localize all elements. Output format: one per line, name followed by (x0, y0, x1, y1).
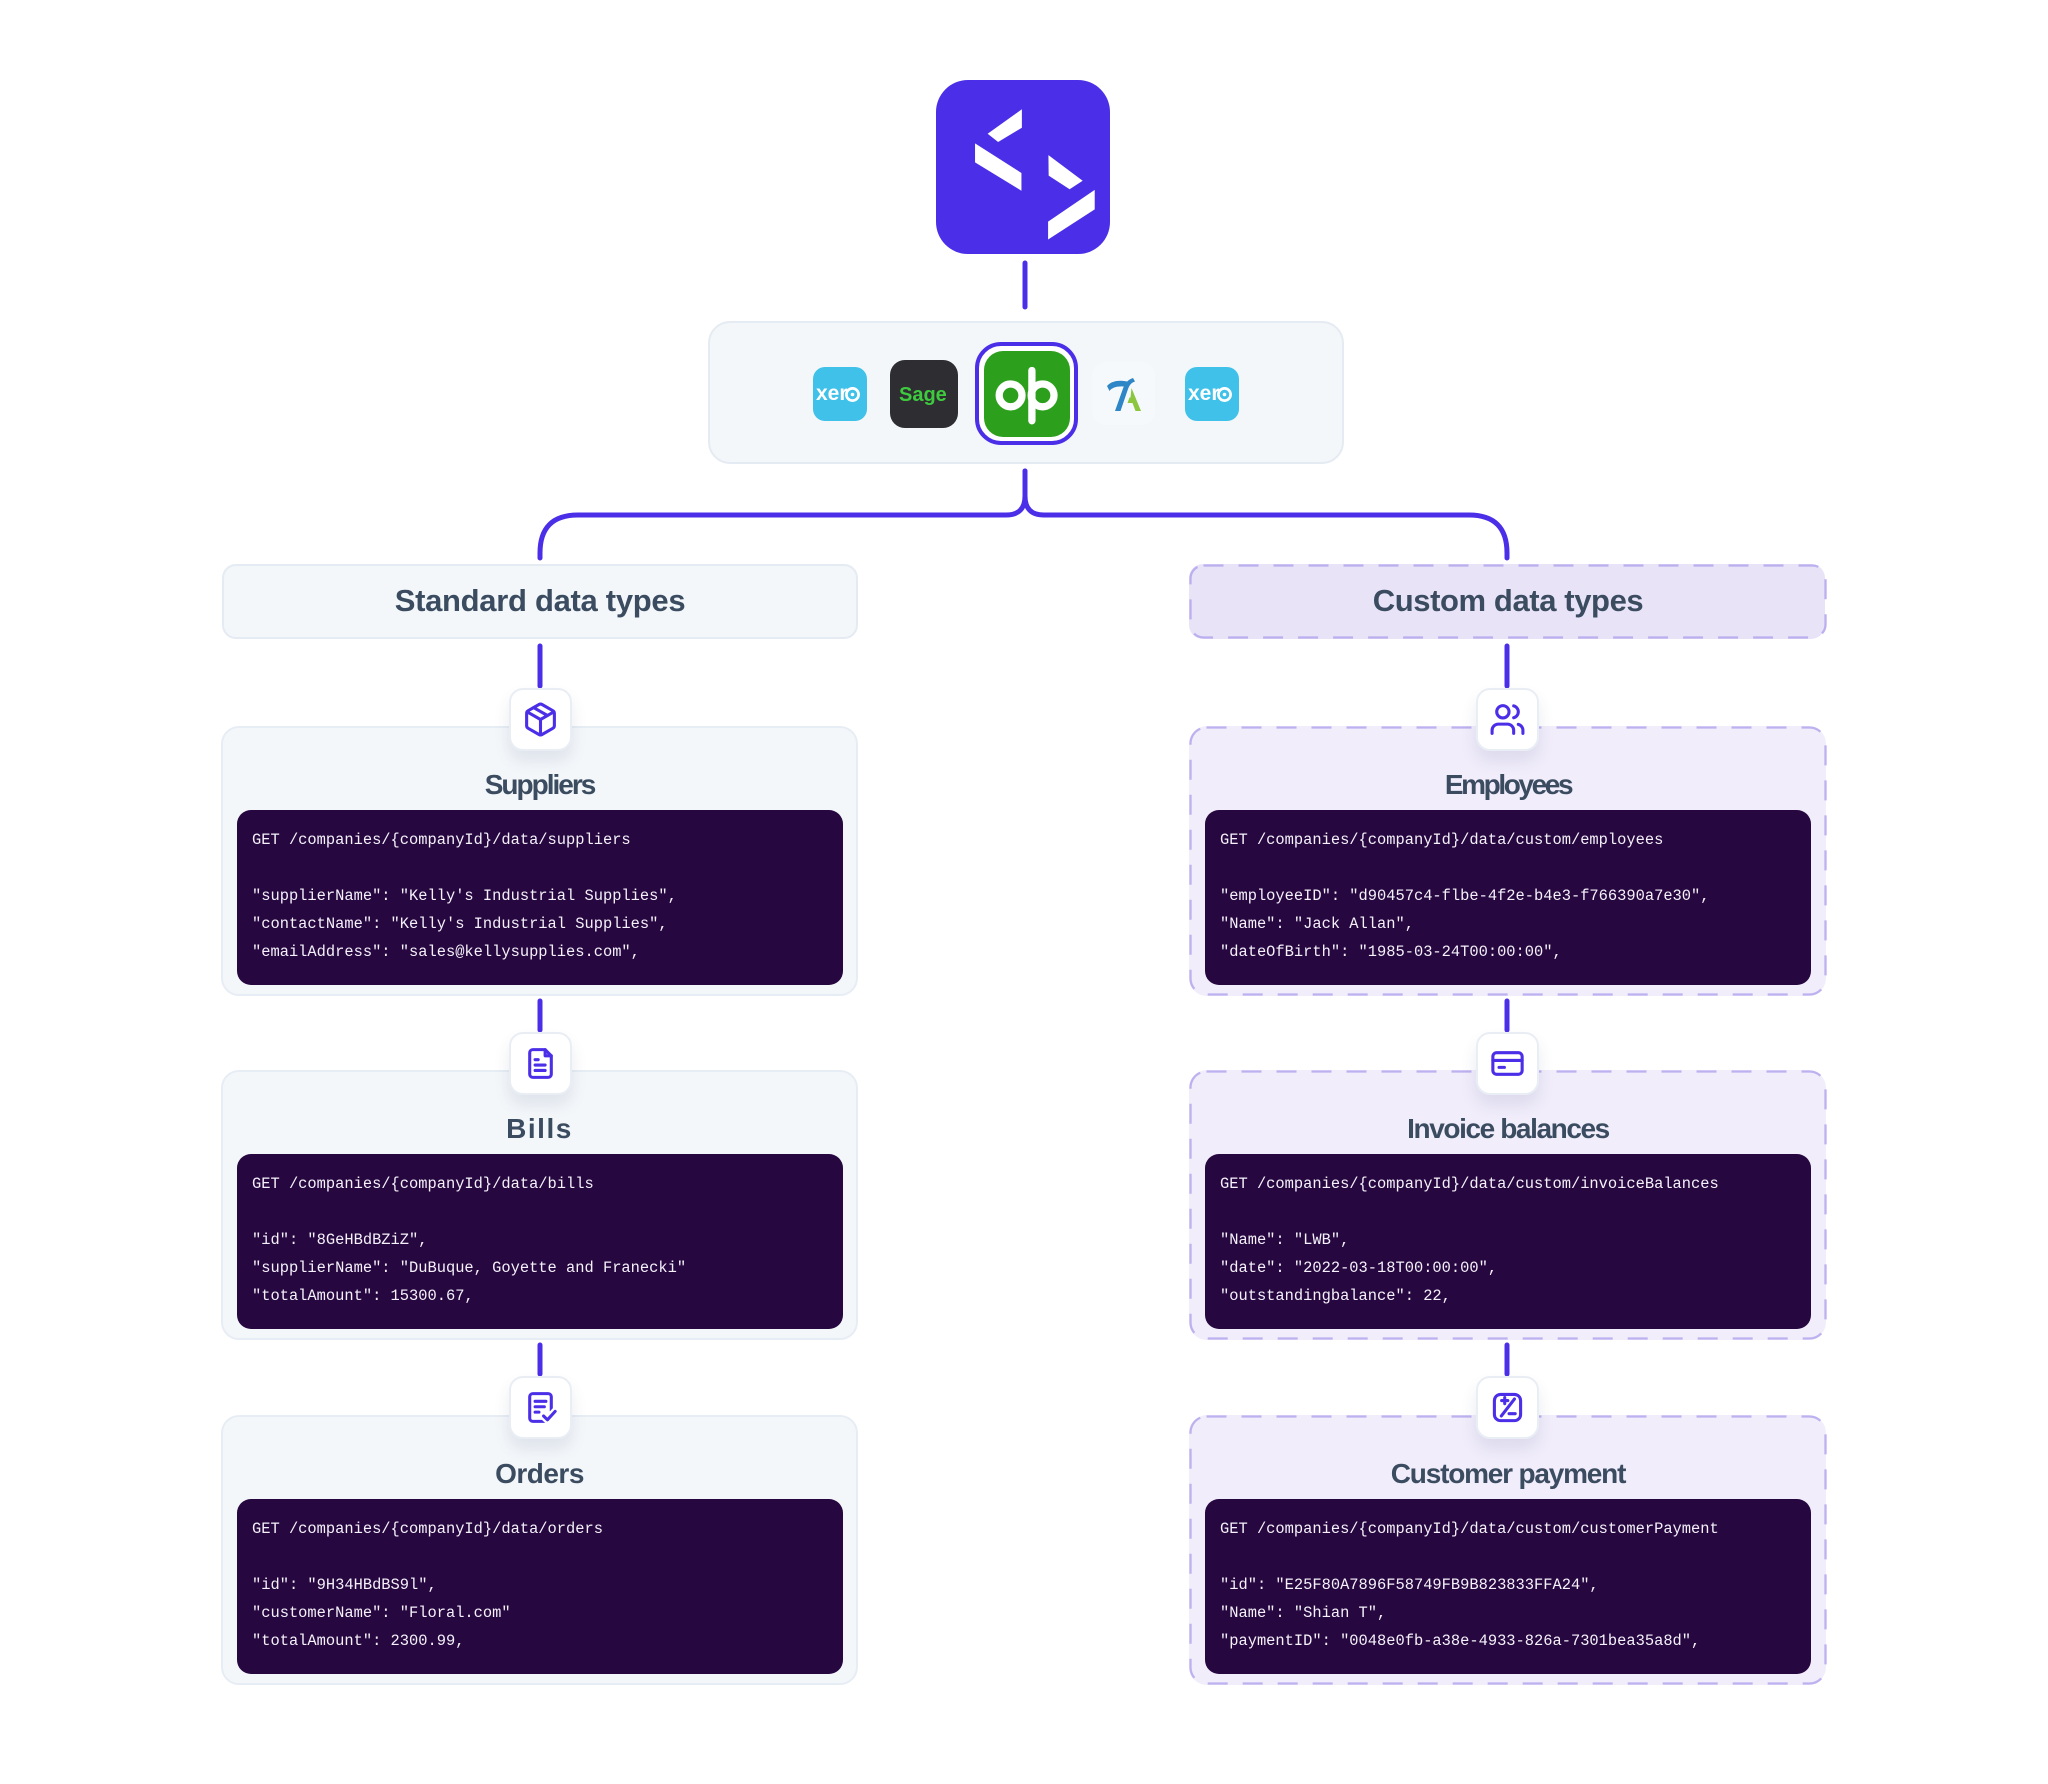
svg-text:Sage: Sage (899, 384, 947, 406)
svg-text:xer: xer (816, 383, 848, 405)
svg-text:xer: xer (1188, 383, 1220, 405)
